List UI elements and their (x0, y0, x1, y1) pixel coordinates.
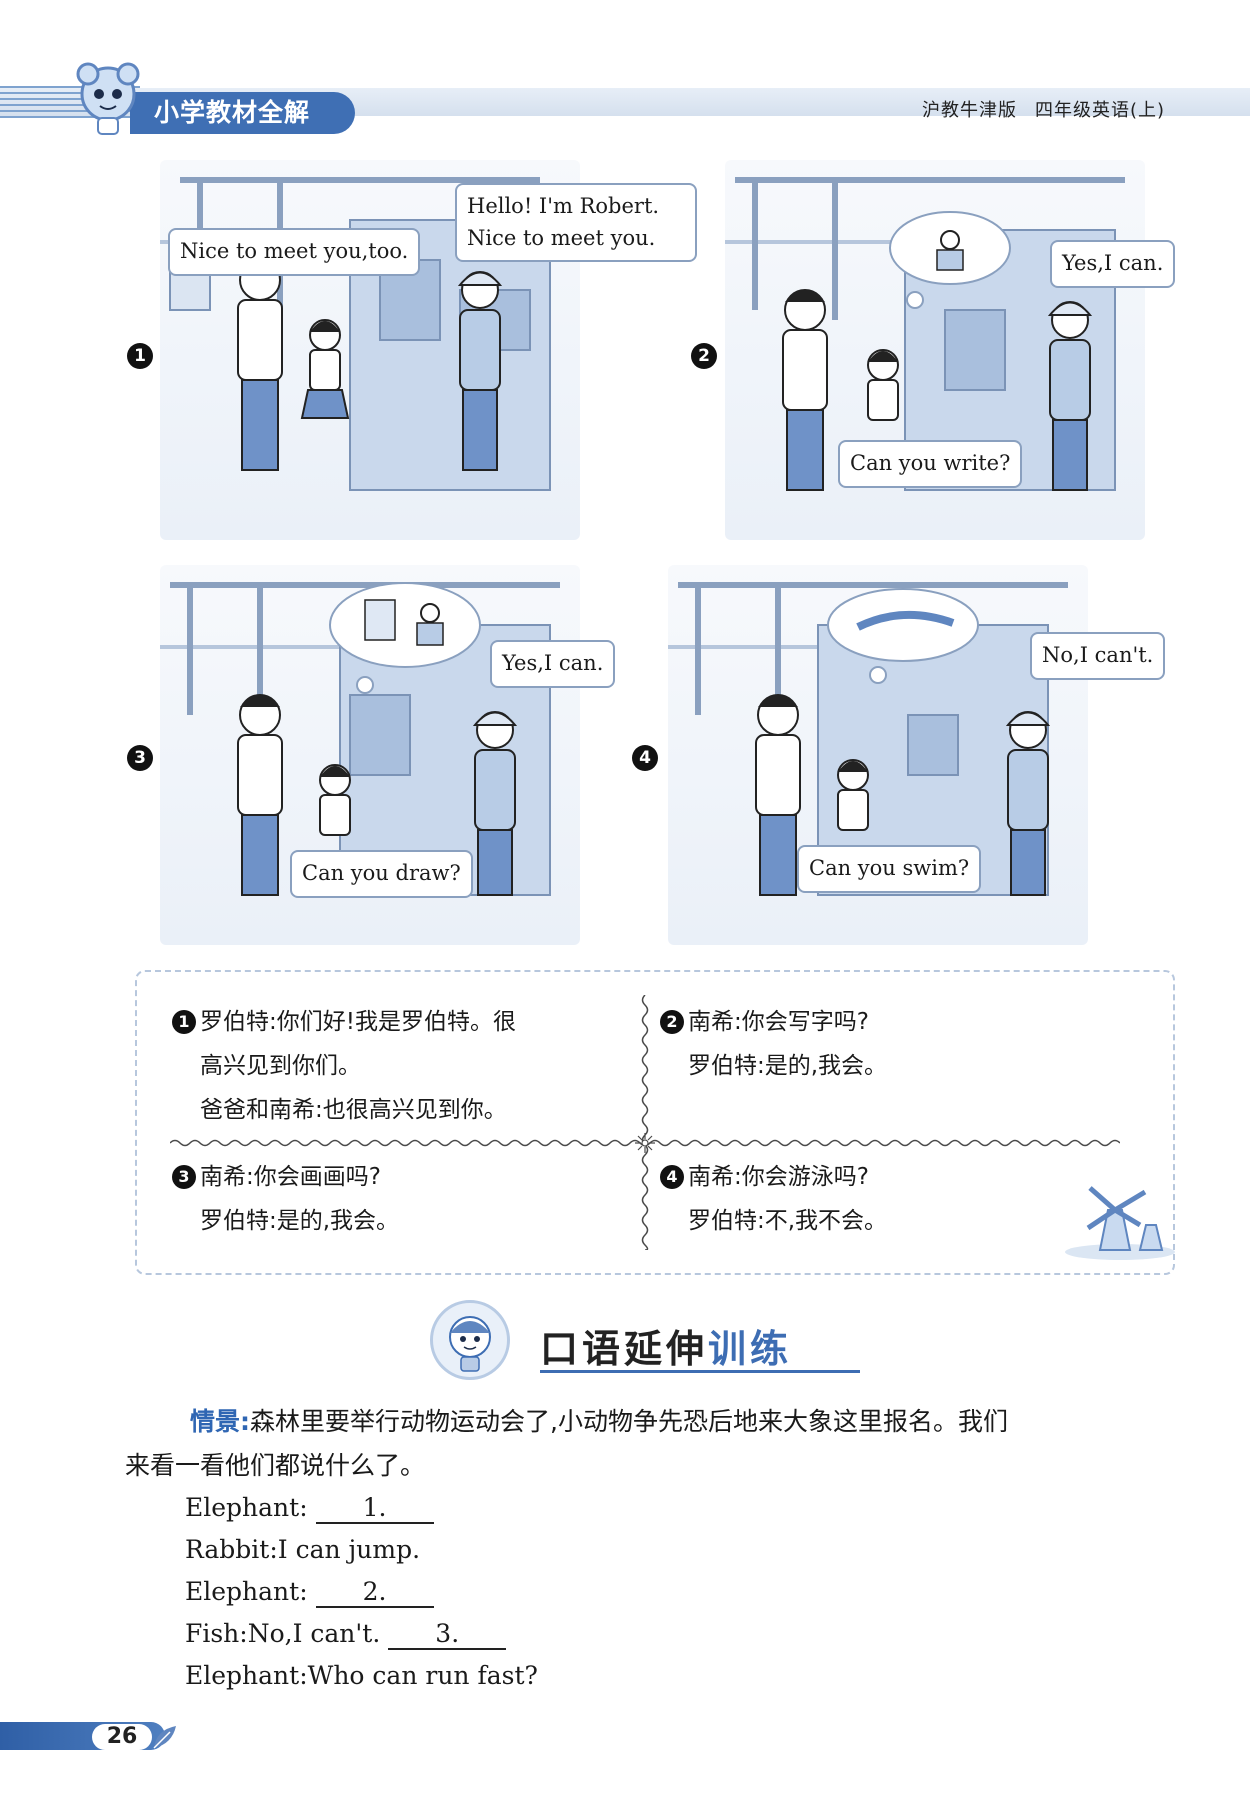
translation-line: 罗伯特:你们好!我是罗伯特。很 (200, 1009, 516, 1035)
translation-number: 2 (660, 1010, 684, 1034)
dialogue-line-2: Rabbit:I can jump. (185, 1535, 420, 1564)
translation-number: 1 (172, 1010, 196, 1034)
speech-bubble-robert: Yes,I can. (490, 640, 616, 688)
scenario-line-1: 森林里要举行动物运动会了,小动物争先恐后地来大象这里报名。我们 (250, 1407, 1008, 1436)
girl-face-icon (449, 1316, 491, 1372)
wavy-divider-vertical (641, 995, 649, 1250)
section-title-accent: 训练 (708, 1327, 793, 1371)
dialogue-line-5: Elephant:Who can run fast? (185, 1661, 538, 1690)
speech-bubble-nancy: Can you swim? (797, 845, 982, 893)
translation-line: 爸爸和南希:也很高兴见到你。 (200, 1097, 507, 1123)
windmill-icon (1065, 1186, 1175, 1260)
mascot-icon (76, 62, 140, 135)
section-title: 口语延伸训练 (540, 1318, 792, 1373)
dialogue-speaker: Fish: (185, 1619, 248, 1648)
scenario-tag: 情景: (190, 1407, 250, 1436)
dialogue-line-3: Elephant: 2. (185, 1577, 434, 1608)
panel-number-2: 2 (691, 343, 717, 369)
section-heading: 口语延伸训练 (430, 1300, 880, 1380)
translation-line: 罗伯特:是的,我会。 (200, 1208, 400, 1234)
dialogue-text: No,I can't. (247, 1619, 381, 1648)
translation-line: 南希:你会游泳吗? (688, 1164, 869, 1190)
header-edition: 沪教牛津版四年级英语(上) (922, 96, 1165, 122)
translation-line: 罗伯特:是的,我会。 (688, 1053, 888, 1079)
translation-number: 4 (660, 1165, 684, 1189)
dialogue-text: I can jump. (277, 1535, 421, 1564)
translation-line: 罗伯特:不,我不会。 (688, 1208, 888, 1234)
speech-bubble-robert: No,I can't. (1030, 632, 1166, 680)
dialogue-line-1: Elephant: 1. (185, 1493, 434, 1524)
translation-line: 高兴见到你们。 (200, 1053, 361, 1079)
speech-bubble-nancy: Can you write? (838, 440, 1023, 488)
speech-bubble-robert: Yes,I can. (1050, 240, 1176, 288)
dialogue-speaker: Elephant: (185, 1493, 308, 1522)
dialogue-speaker: Elephant: (185, 1661, 308, 1690)
answer-blank-1[interactable]: 1. (315, 1493, 434, 1524)
dialogue-text: Who can run fast? (307, 1661, 538, 1690)
panel-number-1: 1 (127, 343, 153, 369)
comic-panel-2 (725, 160, 1145, 540)
scenario-line-2: 来看一看他们都说什么了。 (125, 1451, 426, 1480)
speech-bubble-dad: Nice to meet you,too. (168, 228, 421, 276)
translation-box (135, 970, 1175, 1275)
edition-label: 沪教牛津版 (921, 100, 1017, 121)
translation-line: 南希:你会画画吗? (200, 1164, 381, 1190)
speech-bubble-nancy: Can you draw? (290, 850, 473, 898)
scenario-text: 情景:森林里要举行动物运动会了,小动物争先恐后地来大象这里报名。我们 来看一看他… (125, 1400, 1185, 1488)
flower-ornament-icon (635, 1133, 655, 1153)
dialogue-speaker: Rabbit: (185, 1535, 278, 1564)
answer-blank-3[interactable]: 3. (388, 1619, 507, 1650)
section-title-plain: 口语延伸 (540, 1327, 709, 1371)
dialogue-line-4: Fish:No,I can't. 3. (185, 1619, 507, 1650)
panel-number-4: 4 (632, 745, 658, 771)
translation-number: 3 (172, 1165, 196, 1189)
section-underline (540, 1370, 860, 1373)
grade-label: 四年级英语(上) (1034, 100, 1165, 121)
book-title: 小学教材全解 (130, 92, 355, 134)
translation-line: 南希:你会写字吗? (688, 1009, 869, 1035)
leaf-icon (153, 1726, 176, 1749)
dialogue-speaker: Elephant: (185, 1577, 308, 1606)
panel-number-3: 3 (127, 745, 153, 771)
speech-bubble-robert: Hello! I'm Robert. Nice to meet you. (455, 183, 697, 262)
answer-blank-2[interactable]: 2. (315, 1577, 434, 1608)
mascot-girl-icon (430, 1300, 510, 1380)
page-number: 26 (92, 1724, 152, 1750)
